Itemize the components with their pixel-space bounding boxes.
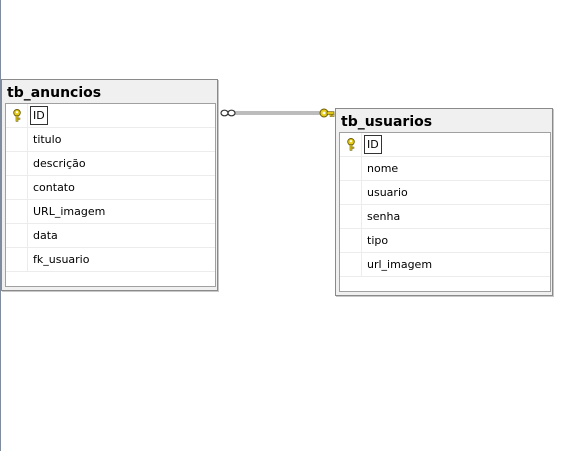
column-name[interactable]: data [33, 229, 58, 242]
column-name[interactable]: ID [364, 135, 382, 154]
column-row-url-imagem[interactable]: URL_imagem [6, 200, 215, 224]
key-icon [319, 108, 335, 118]
infinity-icon [220, 109, 236, 117]
row-selector[interactable] [6, 128, 28, 151]
column-list: ID nome usuario senha tipo url_imagem [339, 132, 551, 292]
row-selector[interactable] [340, 229, 362, 252]
table-title[interactable]: tb_anuncios [7, 85, 102, 101]
row-selector[interactable] [6, 248, 28, 271]
column-row-senha[interactable]: senha [340, 205, 550, 229]
row-selector[interactable] [6, 224, 28, 247]
column-row-tipo[interactable]: tipo [340, 229, 550, 253]
column-name[interactable]: nome [367, 162, 399, 175]
column-row-id[interactable]: ID [340, 133, 550, 157]
row-selector[interactable] [6, 152, 28, 175]
column-name[interactable]: tipo [367, 234, 389, 247]
column-row-descricao[interactable]: descrição [6, 152, 215, 176]
row-selector[interactable] [340, 181, 362, 204]
table-tb-usuarios[interactable]: tb_usuarios ID nome usuario senha [335, 108, 553, 296]
row-selector[interactable] [6, 104, 28, 127]
column-list: ID titulo descrição contato URL_imagem d… [5, 103, 216, 287]
column-row-id[interactable]: ID [6, 104, 215, 128]
column-row-nome[interactable]: nome [340, 157, 550, 181]
column-name[interactable]: URL_imagem [33, 205, 106, 218]
relationship-connector[interactable] [233, 111, 322, 115]
column-name[interactable]: usuario [367, 186, 408, 199]
row-selector[interactable] [340, 157, 362, 180]
row-selector[interactable] [340, 133, 362, 156]
table-tb-anuncios[interactable]: tb_anuncios ID titulo descrição contato [1, 79, 218, 291]
row-selector[interactable] [6, 200, 28, 223]
column-name[interactable]: fk_usuario [33, 253, 90, 266]
row-selector[interactable] [6, 176, 28, 199]
column-name[interactable]: contato [33, 181, 75, 194]
column-name[interactable]: url_imagem [367, 258, 433, 271]
column-name[interactable]: ID [30, 106, 48, 125]
table-title[interactable]: tb_usuarios [341, 114, 433, 130]
column-name[interactable]: descrição [33, 157, 86, 170]
column-name[interactable]: titulo [33, 133, 62, 146]
column-row-url-imagem[interactable]: url_imagem [340, 253, 550, 277]
column-row-fk-usuario[interactable]: fk_usuario [6, 248, 215, 272]
left-border [0, 0, 1, 451]
primary-key-icon [13, 109, 21, 122]
primary-key-icon [347, 138, 355, 151]
column-row-contato[interactable]: contato [6, 176, 215, 200]
column-row-usuario[interactable]: usuario [340, 181, 550, 205]
column-name[interactable]: senha [367, 210, 401, 223]
row-selector[interactable] [340, 253, 362, 276]
column-row-data[interactable]: data [6, 224, 215, 248]
column-row-titulo[interactable]: titulo [6, 128, 215, 152]
row-selector[interactable] [340, 205, 362, 228]
